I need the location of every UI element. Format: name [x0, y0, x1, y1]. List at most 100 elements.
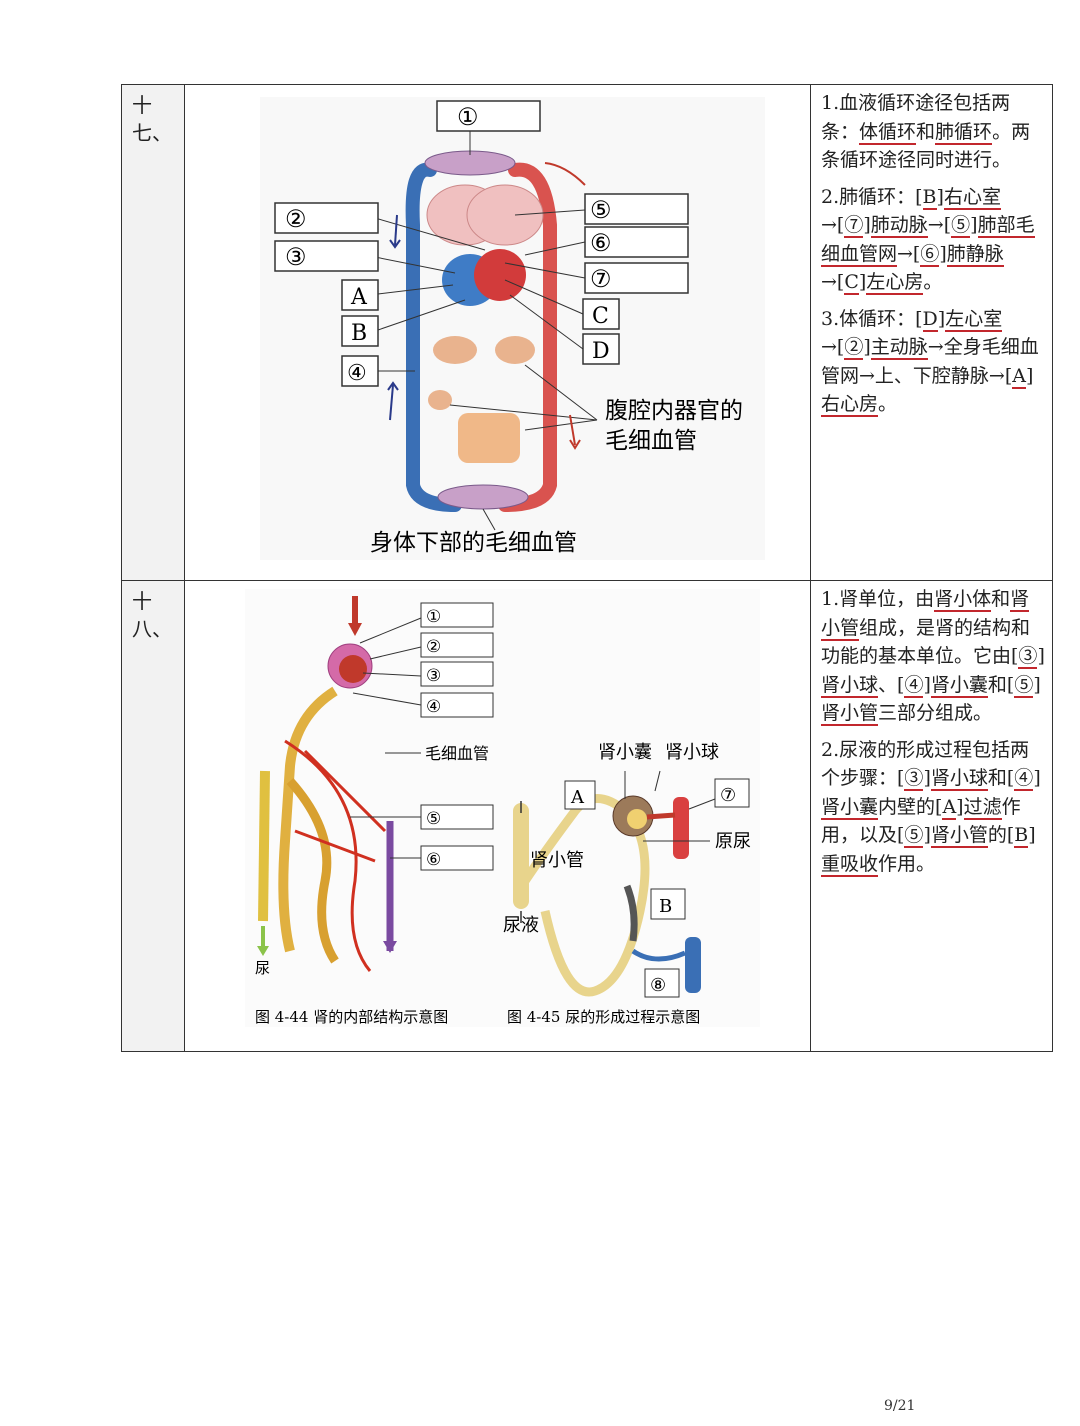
svg-text:①: ① [426, 607, 441, 627]
note-paragraph: 1.血液循环途径包括两条：体循环和肺循环。两条循环途径同时进行。 [821, 89, 1046, 175]
note-text: 。两条循环途径同时进行。 [821, 120, 1031, 172]
answer-text: A [942, 795, 957, 820]
leader-line [524, 364, 598, 421]
glomerulus-small [627, 809, 647, 829]
note-text: →[ [821, 336, 845, 358]
svg-text:③: ③ [426, 666, 441, 686]
page-number: 9/21 [884, 1398, 916, 1414]
leader-line [377, 299, 466, 331]
abdomen-label-line2: 毛细血管 [605, 428, 697, 454]
note-paragraph: 3.体循环：[D]左心室→[②]主动脉→全身毛细血管网→上、下腔静脉→[A]右心… [821, 305, 1046, 419]
afferent-vessel [646, 812, 676, 820]
spleen [428, 390, 452, 410]
answer-text: 肾小囊 [930, 673, 988, 698]
answer-text: 肾小囊 [821, 795, 879, 820]
leader-line [524, 241, 586, 256]
note-text: 和[ [987, 673, 1015, 696]
note-paragraph: 2.尿液的形成过程包括两个步骤：[③]肾小球和[④]肾小囊内壁的[A]过滤作用，… [821, 736, 1046, 879]
note-text: ] [923, 824, 931, 846]
answer-text: 右心房 [821, 393, 879, 417]
note-text: 。 [878, 393, 898, 415]
kidney-diagram: ① ② ③ ④ 毛细血管 ⑤ ⑥ 尿 图 4-44 肾的内部结构示意图 [245, 589, 760, 1027]
answer-text: 过滤 [963, 795, 1002, 820]
leader-line [482, 508, 496, 531]
note-text: ] [936, 185, 944, 208]
answer-text: 体循环 [859, 120, 917, 145]
row-number: 十八、 [121, 580, 185, 1052]
svg-text:⑦: ⑦ [590, 265, 612, 293]
answer-text: 肺部毛细血管网 [821, 214, 1035, 267]
answer-text: 肾小管 [821, 702, 879, 726]
svg-text:③: ③ [285, 243, 307, 271]
answer-text: 肺循环 [935, 120, 993, 145]
flow-arrow-icon [389, 384, 394, 421]
answer-text: 肾小体 [934, 588, 992, 612]
venous-return [631, 948, 686, 962]
note-text: ] [858, 271, 867, 293]
arrow-head-icon [387, 381, 399, 391]
leader-line [509, 294, 584, 350]
svg-text:②: ② [426, 637, 441, 657]
artery-vessel [498, 162, 557, 512]
svg-text:A: A [570, 787, 585, 808]
left-box-4: ④ [420, 692, 494, 718]
svg-text:④: ④ [347, 361, 367, 386]
label-box-4: ④ [341, 355, 379, 387]
label-box-d: D [582, 333, 620, 365]
note-text: 。 [923, 271, 943, 293]
svg-text:⑤: ⑤ [426, 809, 441, 829]
answer-text: ⑤ [904, 824, 924, 848]
leader-line [654, 770, 661, 792]
right-box-8: ⑧ [644, 968, 680, 998]
right-box-a: A [564, 780, 596, 810]
answer-text: 主动脉 [870, 336, 928, 360]
lung-right [466, 184, 544, 246]
abdomen-label: 腹腔内器官的 [605, 398, 743, 424]
note-paragraph: 2.肺循环：[B]右心室→[⑦]肺动脉→[⑤]肺部毛细血管网→[⑥]肺静脉→[C… [821, 183, 1046, 297]
circulation-figure-cell: ① ② ③ ⑤ ⑥ [184, 84, 811, 581]
kidney-figure-cell: ① ② ③ ④ 毛细血管 ⑤ ⑥ 尿 图 4-44 肾的内部结构示意图 [184, 580, 811, 1052]
arrow-head-icon [569, 439, 581, 450]
table-row: 十八、 [121, 580, 1053, 1052]
glomerulus-label: 肾小球 [665, 742, 719, 763]
svg-text:C: C [592, 304, 609, 329]
note-text: →[ [821, 271, 845, 293]
note-text: 3.体循环：[ [821, 307, 923, 330]
worksheet-table: 十七、 [121, 84, 1053, 1052]
note-text: →[ [897, 242, 921, 265]
loop-of-henle [286, 777, 339, 964]
answer-text: ③ [1018, 645, 1038, 669]
answer-text: ⑦ [844, 214, 864, 238]
answer-text: 肺静脉 [946, 242, 1004, 267]
note-text: ] [1037, 645, 1045, 667]
svg-text:A: A [350, 285, 368, 310]
leader-line [449, 404, 598, 421]
svg-text:①: ① [457, 103, 479, 131]
leader-line [514, 209, 586, 216]
answer-text: 左心室 [945, 307, 1003, 332]
note-text: 、[ [878, 673, 905, 696]
note-text: 的[ [987, 824, 1015, 846]
note-text: 作用。 [878, 852, 936, 875]
right-box-b: B [650, 888, 686, 920]
renal-tubule [278, 686, 338, 953]
svg-text:④: ④ [426, 697, 441, 717]
renal-artery [673, 797, 689, 859]
note-text: 1.肾单位，由 [821, 588, 935, 610]
left-box-1: ① [420, 602, 494, 628]
answer-text: 肾小球 [930, 767, 988, 791]
leader-line [374, 217, 486, 251]
note-text: ] [863, 214, 871, 236]
stomach [495, 336, 535, 364]
urine-label: 尿液 [503, 915, 539, 936]
svg-text:⑥: ⑥ [426, 850, 441, 870]
answer-text: 重吸收 [821, 852, 879, 877]
answer-text: C [844, 271, 859, 295]
arrow-head-icon [257, 946, 269, 956]
note-text: →[ [821, 214, 845, 236]
answer-text: ④ [904, 673, 924, 698]
note-text: 和[ [987, 767, 1015, 789]
svg-text:B: B [659, 896, 672, 917]
liver [433, 336, 477, 364]
left-box-6: ⑥ [420, 845, 494, 871]
